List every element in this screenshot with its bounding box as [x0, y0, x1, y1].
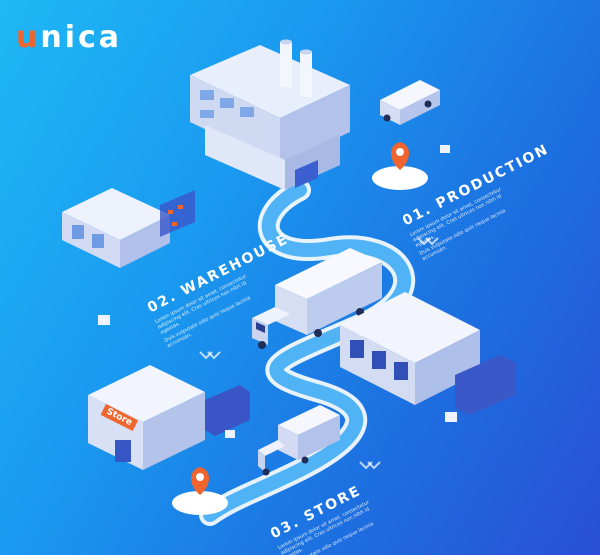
- delivery-van: [380, 80, 440, 125]
- store-building: [88, 365, 250, 470]
- warehouse-building: [62, 188, 195, 268]
- brand-logo[interactable]: unica: [16, 20, 122, 55]
- distribution-center: [340, 292, 515, 415]
- box-truck: [258, 405, 340, 476]
- location-pin-icon: [372, 142, 428, 190]
- logo-letter: u: [16, 20, 41, 55]
- road-inner: [203, 183, 412, 522]
- chevron-arrows-icon: [199, 237, 439, 470]
- factory: [190, 39, 350, 190]
- location-pin-icon: [172, 467, 228, 515]
- semi-truck: [252, 248, 382, 349]
- cargo-boxes: [98, 145, 457, 438]
- logo-text: nica: [40, 20, 123, 55]
